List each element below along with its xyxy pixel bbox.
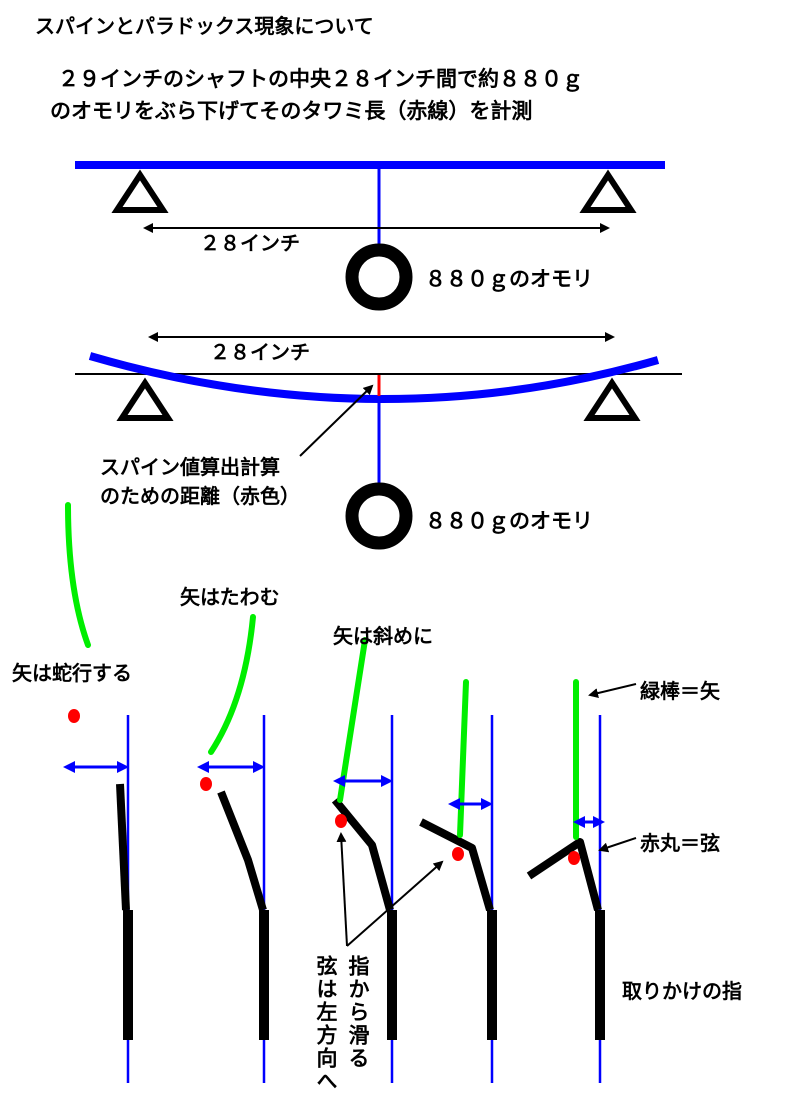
legend-arrow: 緑棒＝矢 <box>640 679 721 703</box>
weight-label: ８８０ｇのオモリ <box>425 267 593 292</box>
unloaded-shaft-diagram: ２８インチ ８８０ｇのオモリ <box>75 161 665 311</box>
legend-string: 赤丸＝弦 <box>640 831 720 855</box>
span-label: ２８インチ <box>200 231 300 255</box>
slip-label: 指から滑る <box>346 955 370 1070</box>
paradox-panels: 矢は蛇行する 矢はたわむ 矢は斜めに 緑棒＝矢 赤丸＝弦 取りかけの指 指から滑… <box>12 502 742 1093</box>
span-label: ２８インチ <box>210 340 310 364</box>
weight-ring-icon <box>345 482 413 550</box>
note-line-2: のための距離（赤色） <box>100 484 300 508</box>
fingers <box>116 783 605 1040</box>
note-pointer-arrow <box>299 384 374 457</box>
intro-line-1: ２９インチのシャフトの中央２８インチ間で約８８０ｇ <box>58 67 583 92</box>
pointer-arrows <box>336 683 637 947</box>
right-support-triangle-icon <box>579 169 637 213</box>
label-snaking: 矢は蛇行する <box>12 661 132 685</box>
label-bending: 矢はたわむ <box>180 585 280 609</box>
offset-arrows <box>63 761 605 828</box>
shaft-bent <box>88 352 660 404</box>
weight-ring-icon <box>345 243 413 311</box>
weight-label: ８８０ｇのオモリ <box>425 509 593 534</box>
finger-label: 取りかけの指 <box>622 979 742 1003</box>
intro-line-2: のオモリをぶら下げてそのタワミ長（赤線）を計測 <box>50 99 532 123</box>
string-left-label: 弦は左方向へ <box>314 955 338 1093</box>
title: スパインとパラドックス現象について <box>35 14 374 38</box>
right-support-triangle-icon <box>583 377 641 421</box>
arrow-shafts <box>65 502 579 840</box>
loaded-shaft-diagram: ２８インチ スパイン値算出計算 のための距離（赤色） ８８０ｇのオモリ <box>75 332 682 550</box>
left-support-triangle-icon <box>111 169 169 213</box>
string-dots <box>68 709 580 865</box>
left-support-triangle-icon <box>116 377 174 421</box>
label-oblique: 矢は斜めに <box>333 624 433 648</box>
note-line-1: スパイン値算出計算 <box>100 455 280 479</box>
